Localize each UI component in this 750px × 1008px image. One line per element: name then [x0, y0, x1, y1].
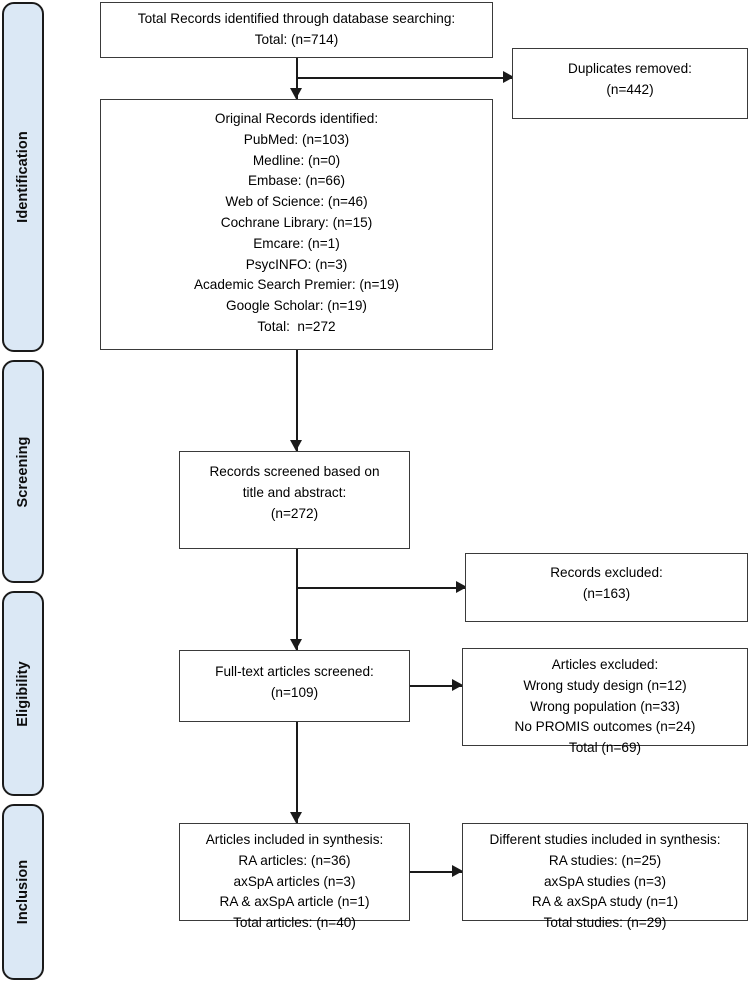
connector-articles-to-studies — [410, 871, 462, 873]
box-duplicates-removed: Duplicates removed: (n=442) — [512, 48, 748, 119]
box-articles-included-line-2: RA articles: (n=36) — [238, 852, 351, 868]
stage-label-inclusion: Inclusion — [15, 859, 31, 925]
box-original-records-line-9: Academic Search Premier: (n=19) — [193, 277, 400, 293]
box-original-records-line-11: Total: n=272 — [257, 318, 336, 334]
box-total-records-line-1: Total Records identified through databas… — [137, 11, 456, 27]
stage-pill-identification: Identification — [2, 2, 44, 352]
connector-fulltext-to-articles-excluded — [410, 685, 462, 687]
box-original-records-line-3: Medline: (n=0) — [252, 152, 341, 168]
box-fulltext-screened: Full-text articles screened: (n=109) — [179, 650, 410, 722]
box-original-records-line-8: PsycINFO: (n=3) — [245, 256, 348, 272]
box-records-screened-line-3: (n=272) — [270, 505, 319, 521]
box-records-screened: Records screened based on title and abst… — [179, 451, 410, 549]
box-studies-included-line-4: RA & axSpA study (n=1) — [531, 894, 679, 910]
box-articles-included-line-5: Total articles: (n=40) — [233, 915, 356, 931]
box-records-excluded-line-2: (n=163) — [582, 585, 631, 601]
arrowhead-fulltext-to-articles-excluded — [452, 679, 463, 691]
arrowhead-to-duplicates — [503, 71, 514, 83]
stage-pill-screening: Screening — [2, 360, 44, 583]
box-articles-excluded-line-5: Total (n=69) — [568, 740, 642, 756]
box-duplicates-removed-line-2: (n=442) — [606, 81, 654, 97]
connector-to-duplicates — [296, 77, 512, 79]
box-original-records-line-5: Web of Science: (n=46) — [225, 194, 368, 210]
connector-fulltext-to-included — [296, 722, 298, 823]
connector-screened-to-fulltext — [296, 549, 298, 650]
box-original-records-line-7: Emcare: (n=1) — [253, 235, 340, 251]
arrowhead-original-to-screened — [290, 440, 302, 451]
box-original-records-line-4: Embase: (n=66) — [247, 173, 346, 189]
connector-original-to-screened — [296, 350, 298, 451]
box-fulltext-screened-line-1: Full-text articles screened: — [215, 664, 374, 679]
box-articles-included: Articles included in synthesis: RA artic… — [179, 823, 410, 930]
box-records-excluded-line-1: Records excluded: — [550, 565, 663, 580]
arrowhead-screened-to-fulltext — [290, 639, 302, 650]
arrowhead-articles-to-studies — [452, 865, 463, 877]
box-studies-included-line-1: Different studies included in synthesis: — [489, 832, 721, 847]
box-original-records-line-6: Cochrane Library: (n=15) — [220, 214, 373, 230]
box-duplicates-removed-line-1: Duplicates removed: — [568, 61, 692, 76]
arrowhead-total-to-original — [290, 88, 302, 99]
box-studies-included-line-2: RA studies: (n=25) — [548, 852, 662, 868]
arrowhead-fulltext-to-included — [290, 812, 302, 823]
box-original-records: Original Records identified: PubMed: (n=… — [100, 99, 493, 350]
box-fulltext-screened-line-2: (n=109) — [270, 684, 319, 700]
connector-to-records-excluded — [296, 587, 466, 589]
stage-label-identification: Identification — [15, 131, 31, 223]
box-records-excluded: Records excluded: (n=163) — [465, 553, 748, 622]
box-articles-included-line-4: RA & axSpA article (n=1) — [219, 894, 370, 910]
box-total-records-line-2: Total: (n=714) — [254, 32, 339, 47]
box-studies-included: Different studies included in synthesis:… — [462, 823, 748, 930]
box-articles-excluded-line-1: Articles excluded: — [551, 657, 659, 672]
box-original-records-line-10: Google Scholar: (n=19) — [226, 298, 367, 314]
box-total-records: Total Records identified through databas… — [100, 2, 493, 58]
arrowhead-to-records-excluded — [456, 581, 467, 593]
stage-pill-eligibility: Eligibility — [2, 591, 44, 796]
stage-label-screening: Screening — [15, 435, 31, 508]
box-articles-included-line-3: axSpA articles (n=3) — [233, 873, 356, 889]
box-articles-excluded: Articles excluded: Wrong study design (n… — [462, 648, 748, 755]
box-original-records-line-1: Original Records identified: — [214, 111, 379, 126]
box-records-screened-line-1: Records screened based on — [209, 464, 380, 479]
box-articles-excluded-line-4: No PROMIS outcomes (n=24) — [514, 719, 696, 735]
stage-label-eligibility: Eligibility — [15, 660, 31, 727]
box-articles-excluded-line-3: Wrong population (n=33) — [530, 698, 680, 714]
box-original-records-line-2: PubMed: (n=103) — [243, 131, 350, 147]
box-studies-included-line-3: axSpA studies (n=3) — [543, 873, 667, 889]
stage-pill-inclusion: Inclusion — [2, 804, 44, 980]
box-studies-included-line-5: Total studies: (n=29) — [543, 915, 667, 931]
box-records-screened-line-2: title and abstract: — [242, 484, 347, 500]
box-articles-included-line-1: Articles included in synthesis: — [205, 832, 384, 847]
box-articles-excluded-line-2: Wrong study design (n=12) — [523, 677, 687, 693]
